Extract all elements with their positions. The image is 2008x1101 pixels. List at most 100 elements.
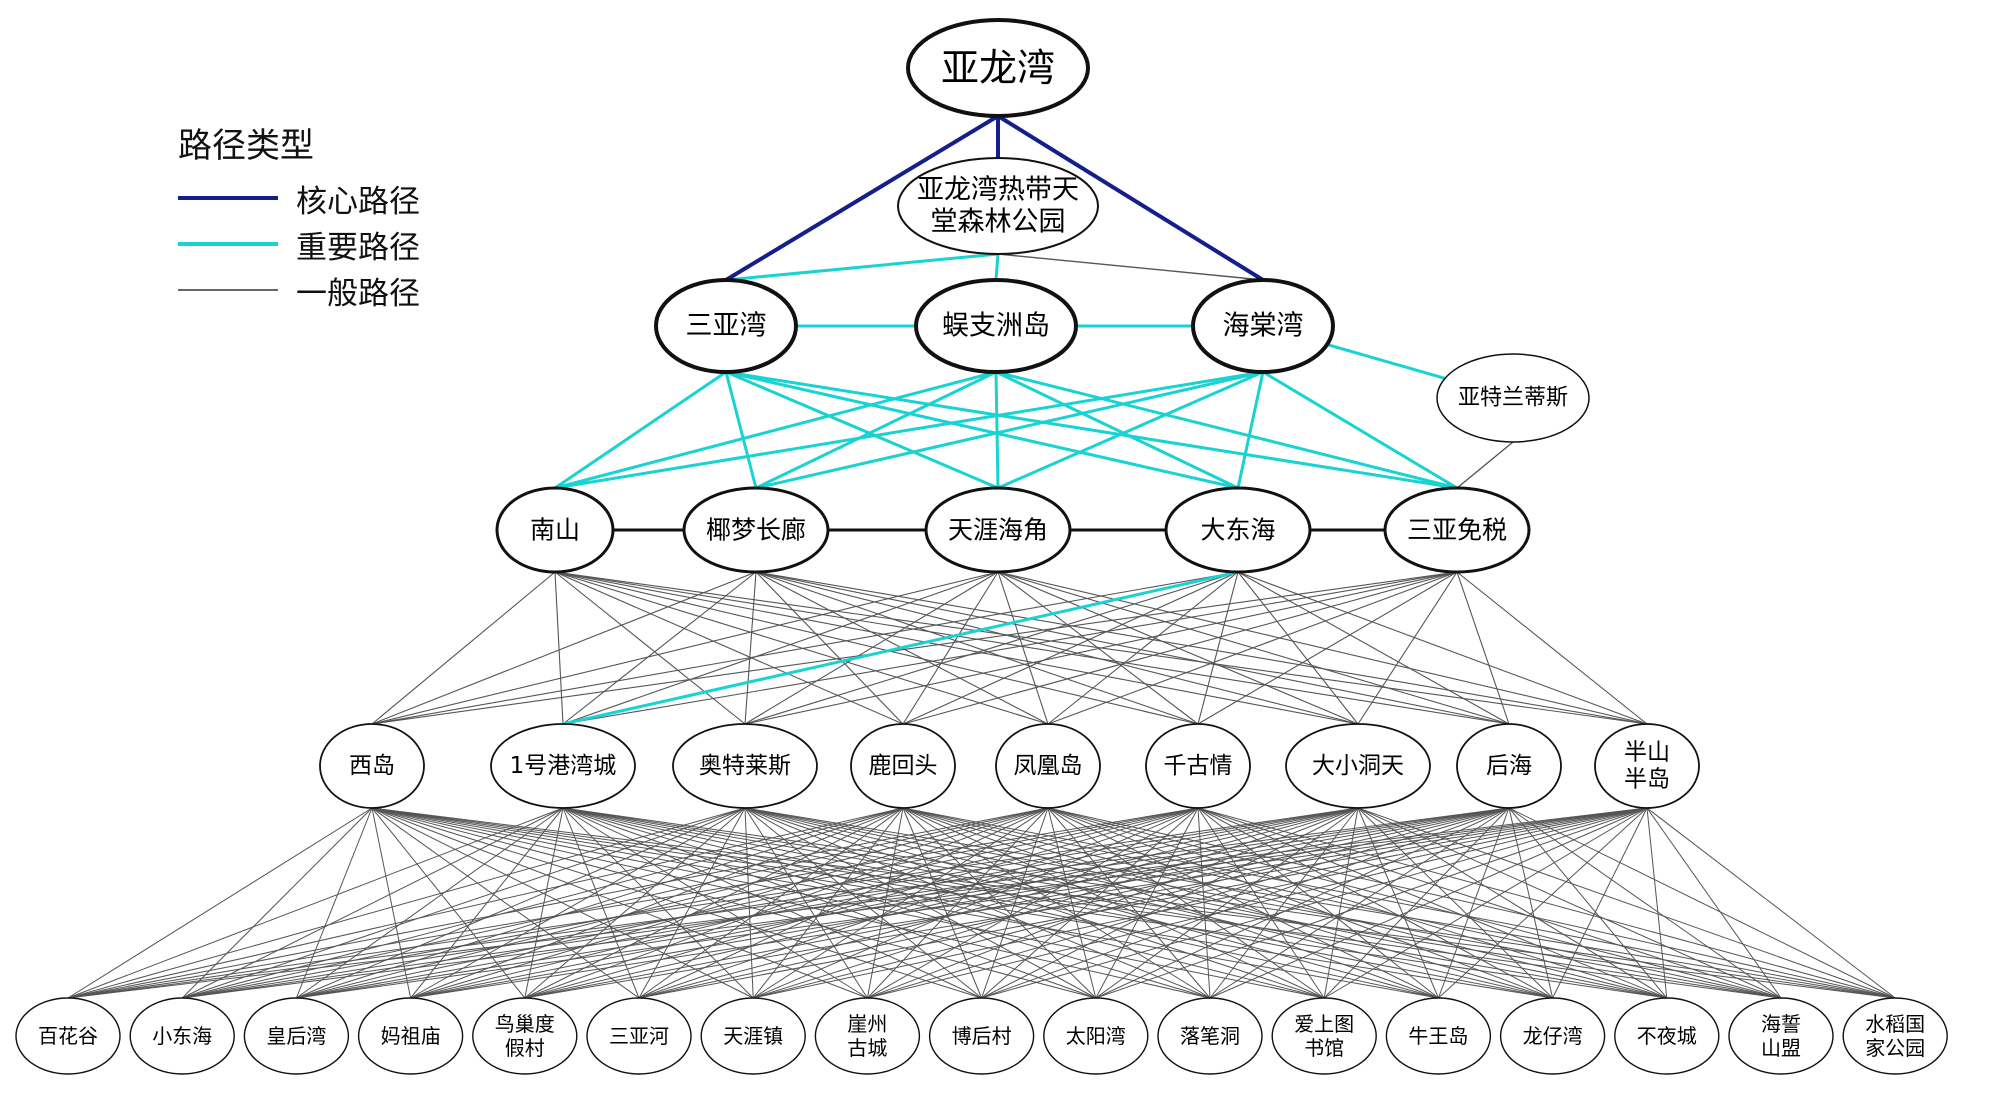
node-huanghouwan: 皇后湾 [243,997,350,1075]
edge-general [296,807,1648,999]
node-label: 博后村 [952,1024,1012,1048]
edge-general [1357,571,1458,725]
node-ellipse [319,723,425,809]
node-ellipse [1145,723,1251,809]
edge-general [562,571,999,725]
node-ellipse [914,278,1078,374]
important-edges [554,252,1514,726]
edge-general [1047,807,1782,999]
edge-general [1357,807,1896,999]
node-ellipse [1043,997,1149,1075]
node-gangwan: 1号港湾城 [490,723,636,809]
edge-core [996,114,1265,282]
edge-general [524,807,1510,999]
node-label: 椰梦长廊 [706,516,806,545]
edge-general [1047,807,1439,999]
edge-general [902,571,1239,725]
edge-general [182,807,746,999]
edge-important [725,252,999,282]
edge-general [554,571,1359,725]
edge-general [296,807,1359,999]
node-daxiaodongtian: 大小洞天 [1285,723,1431,809]
edge-general [1456,571,1648,725]
node-label: 天涯镇 [723,1024,783,1048]
edge-general [755,571,904,725]
node-aotelaisi: 奥特莱斯 [672,723,818,809]
legend-item-important: 重要路径 [178,221,508,267]
edge-important [724,371,758,489]
node-qianguqing: 千古情 [1145,723,1251,809]
node-luhuitou: 鹿回头 [850,723,956,809]
node-label: 古城 [847,1036,887,1060]
edge-general [524,807,1648,999]
edge-general [554,571,1199,725]
edge-general [744,807,1211,999]
edge-general [296,807,746,999]
core-edges [724,114,1265,282]
edge-general [1357,807,1439,999]
node-ellipse [357,997,464,1075]
node-fenghuang: 凤凰岛 [995,723,1101,809]
node-ellipse [472,997,578,1075]
node-ellipse [1383,486,1531,574]
node-ellipse [1271,997,1377,1075]
edge-general [410,807,1049,999]
node-label: 山盟 [1761,1036,1801,1060]
legend-swatch-general [178,289,278,291]
node-label: 龙仔湾 [1523,1024,1583,1048]
node-label: 亚龙湾热带天 [917,175,1079,206]
edge-general [744,807,1896,999]
node-ellipse [1164,486,1312,574]
legend-label-important: 重要路径 [296,229,420,266]
edge-general [1095,807,1648,999]
node-label: 爱上图 [1294,1012,1354,1036]
edge-general [181,807,373,999]
node-baihuagu: 百花谷 [15,997,121,1075]
node-sanyahe: 三亚河 [586,997,692,1075]
legend-swatch-core [178,196,278,200]
edge-general [1197,571,1239,725]
node-label: 堂森林公园 [931,206,1066,237]
node-luobidong: 落笔洞 [1157,997,1263,1075]
node-ellipse [906,18,1090,118]
edge-general [554,571,564,725]
node-nanshan: 南山 [495,486,615,574]
node-tianya: 天涯海角 [924,486,1072,574]
node-label: 后海 [1486,753,1532,779]
node-label: 海棠湾 [1223,311,1304,342]
edge-general [1438,807,1648,999]
node-label: 千古情 [1164,753,1233,779]
edge-general [744,571,757,725]
edge-general [1323,807,1648,999]
node-label: 大东海 [1200,516,1275,545]
edge-general [182,807,1359,999]
edge-general [744,807,1553,999]
edge-general [1047,807,1667,999]
edge-general [1209,807,1359,999]
edge-general [296,807,564,999]
edge-general [296,807,1049,999]
edge-general [67,807,1510,999]
edge-general [182,807,904,999]
edge-general [524,807,1359,999]
node-dadonghai: 大东海 [1164,486,1312,574]
edge-general [1047,807,1211,999]
node-ellipse [1285,723,1431,809]
edge-general [744,571,1458,725]
edge-general [371,571,999,725]
node-label: 落笔洞 [1180,1024,1240,1048]
edge-general [296,807,1199,999]
edge-important [755,370,1264,490]
edge-general [67,807,1199,999]
node-ellipse [850,723,956,809]
node-label: 大小洞天 [1312,753,1404,779]
edge-important [755,370,997,490]
edge-general [554,571,904,725]
node-ellipse [586,997,692,1075]
edge-general [410,807,1648,999]
edge-general [67,807,564,999]
node-ellipse [700,997,806,1075]
